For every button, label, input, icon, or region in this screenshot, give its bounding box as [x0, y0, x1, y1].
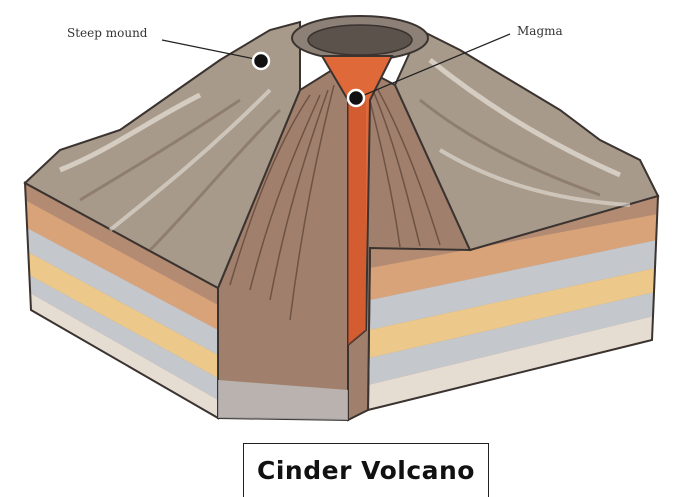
- steep-mound-marker: [253, 53, 269, 69]
- magma-label: Magma: [517, 24, 563, 38]
- diagram-title: Cinder Volcano: [257, 456, 475, 485]
- title-box: Cinder Volcano: [243, 443, 489, 497]
- crater: [292, 16, 428, 60]
- steep-mound-label: Steep mound: [67, 26, 147, 40]
- magma-marker: [348, 90, 364, 106]
